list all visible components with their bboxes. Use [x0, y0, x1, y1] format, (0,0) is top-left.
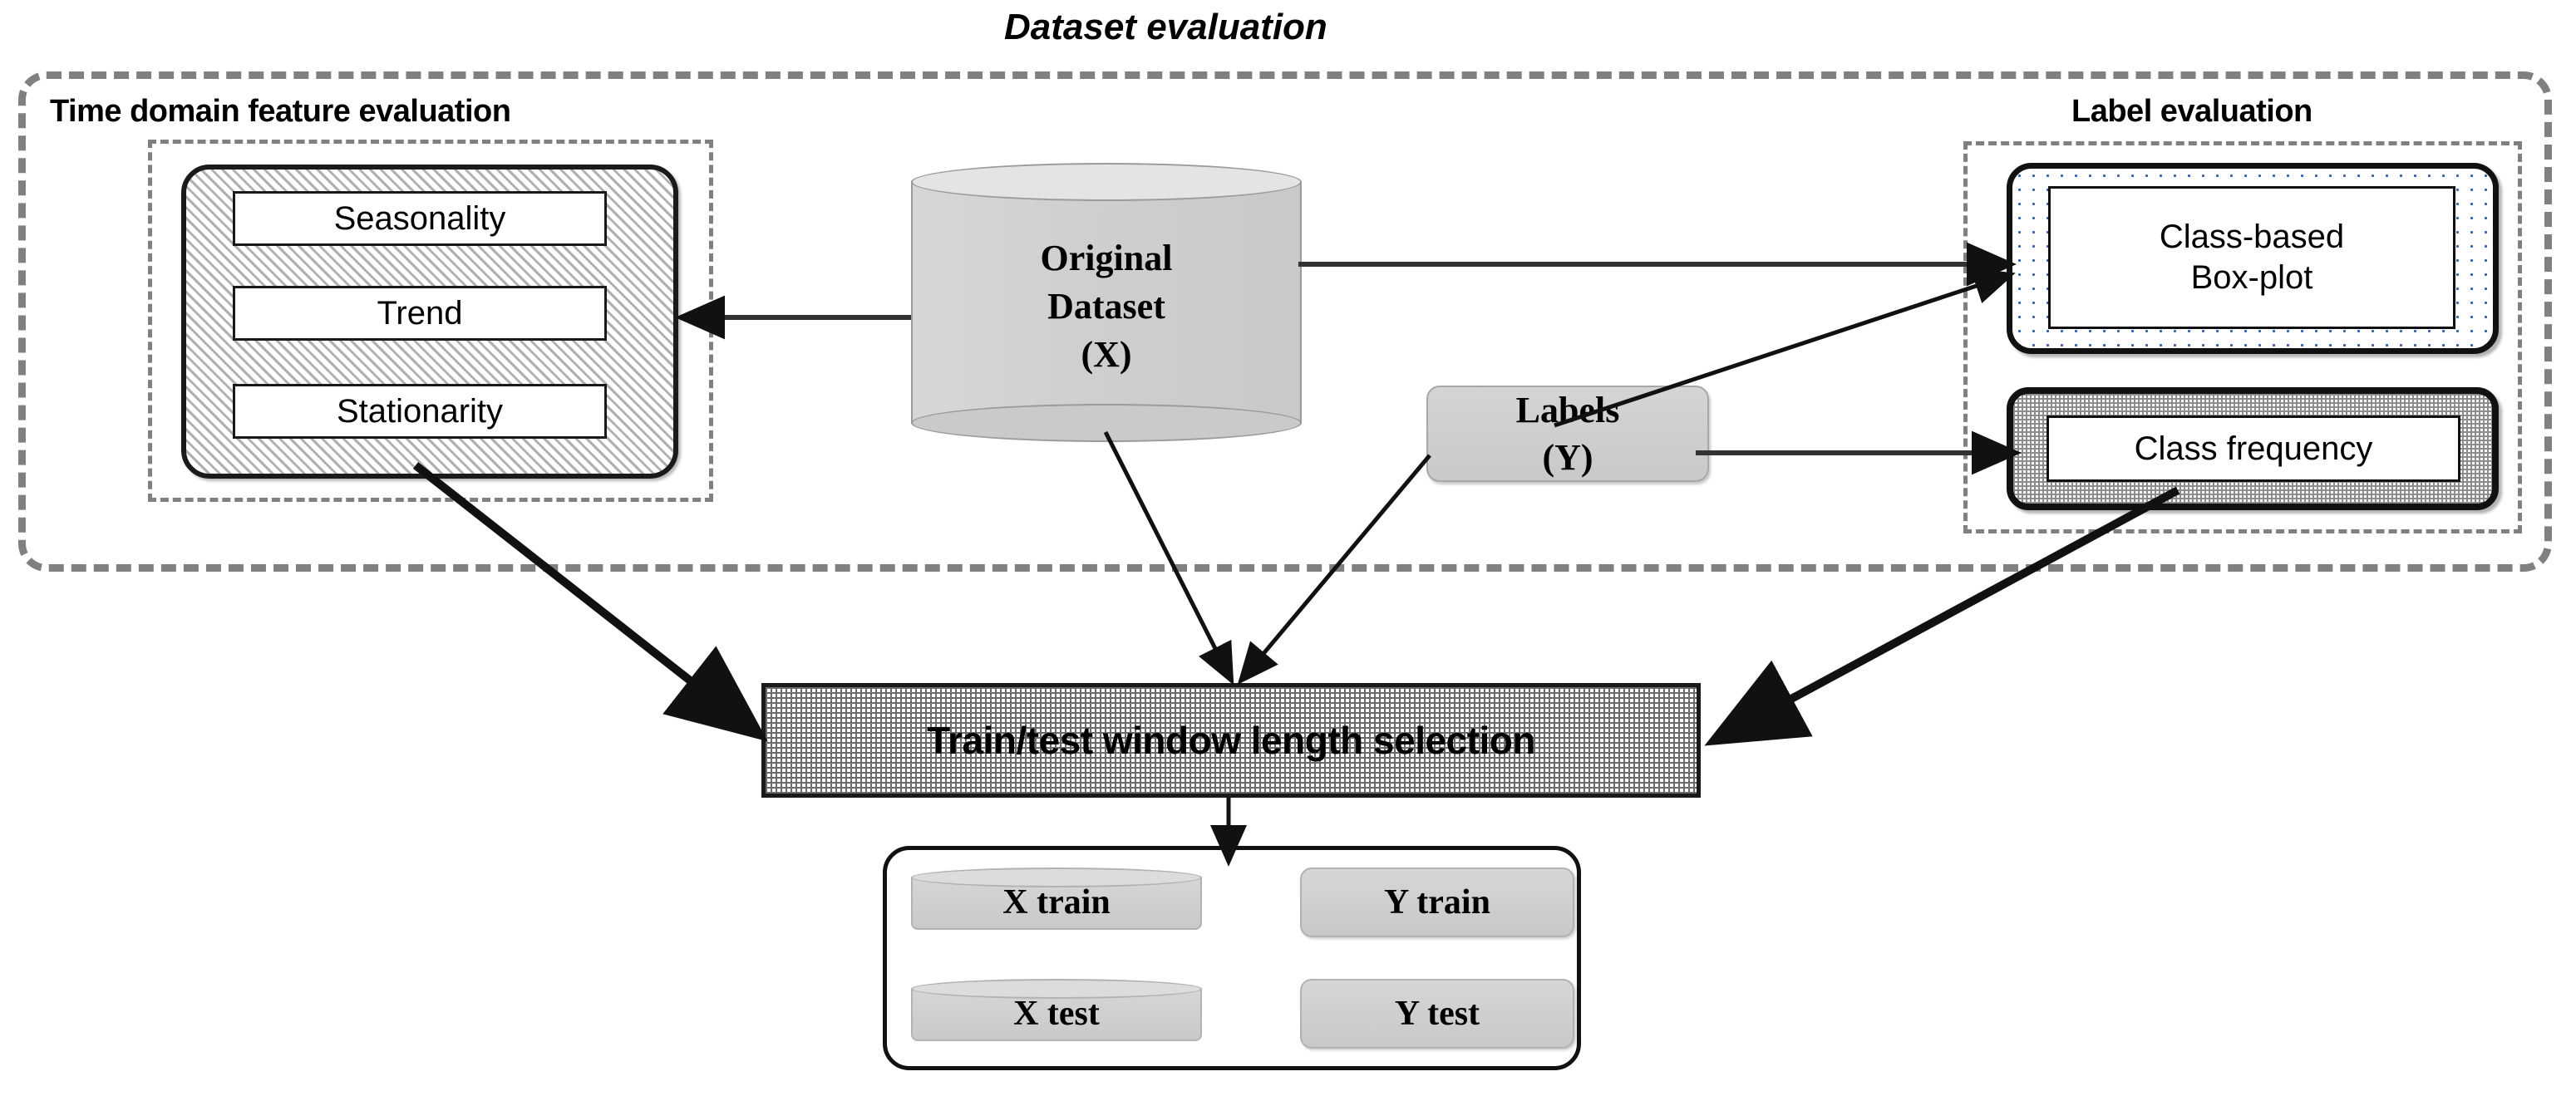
feature-seasonality[interactable]: Seasonality	[233, 191, 607, 246]
window-length-selection-label: Train/test window length selection	[927, 719, 1535, 762]
class-based-boxplot-node[interactable]: Class-based Box-plot	[2048, 186, 2455, 329]
feature-stationarity[interactable]: Stationarity	[233, 384, 607, 439]
labels-line2: (Y)	[1542, 437, 1593, 478]
x-test-node[interactable]: X test	[911, 979, 1202, 1049]
window-length-selection-node[interactable]: Train/test window length selection	[761, 683, 1701, 798]
labels-line1: Labels	[1515, 389, 1620, 430]
original-dataset-label: Original Dataset (X)	[911, 163, 1302, 442]
original-dataset-cylinder[interactable]: Original Dataset (X)	[911, 163, 1302, 442]
class-based-boxplot-line1: Class-based	[2159, 219, 2345, 256]
cylinder-top-ellipse	[911, 163, 1302, 201]
x-test-label: X test	[1013, 995, 1100, 1033]
x-test-cylinder-top	[911, 979, 1202, 999]
original-dataset-line2: Dataset	[1047, 285, 1165, 327]
cylinder-body	[911, 181, 1302, 424]
original-dataset-line3: (X)	[1081, 334, 1132, 376]
class-frequency-node[interactable]: Class frequency	[2047, 415, 2460, 482]
x-train-label: X train	[1002, 883, 1111, 922]
y-test-node[interactable]: Y test	[1300, 979, 1574, 1049]
original-dataset-line1: Original	[1040, 237, 1173, 278]
x-train-node[interactable]: X train	[911, 867, 1202, 937]
labels-node[interactable]: Labels (Y)	[1426, 386, 1709, 482]
diagram-title: Dataset evaluation	[1004, 7, 1327, 47]
label-evaluation-group-title: Label evaluation	[2071, 94, 2312, 129]
class-based-boxplot-line2: Box-plot	[2190, 259, 2313, 296]
time-domain-group-title: Time domain feature evaluation	[50, 94, 511, 129]
x-train-cylinder-top	[911, 867, 1202, 887]
y-train-node[interactable]: Y train	[1300, 867, 1574, 937]
feature-trend[interactable]: Trend	[233, 286, 607, 341]
